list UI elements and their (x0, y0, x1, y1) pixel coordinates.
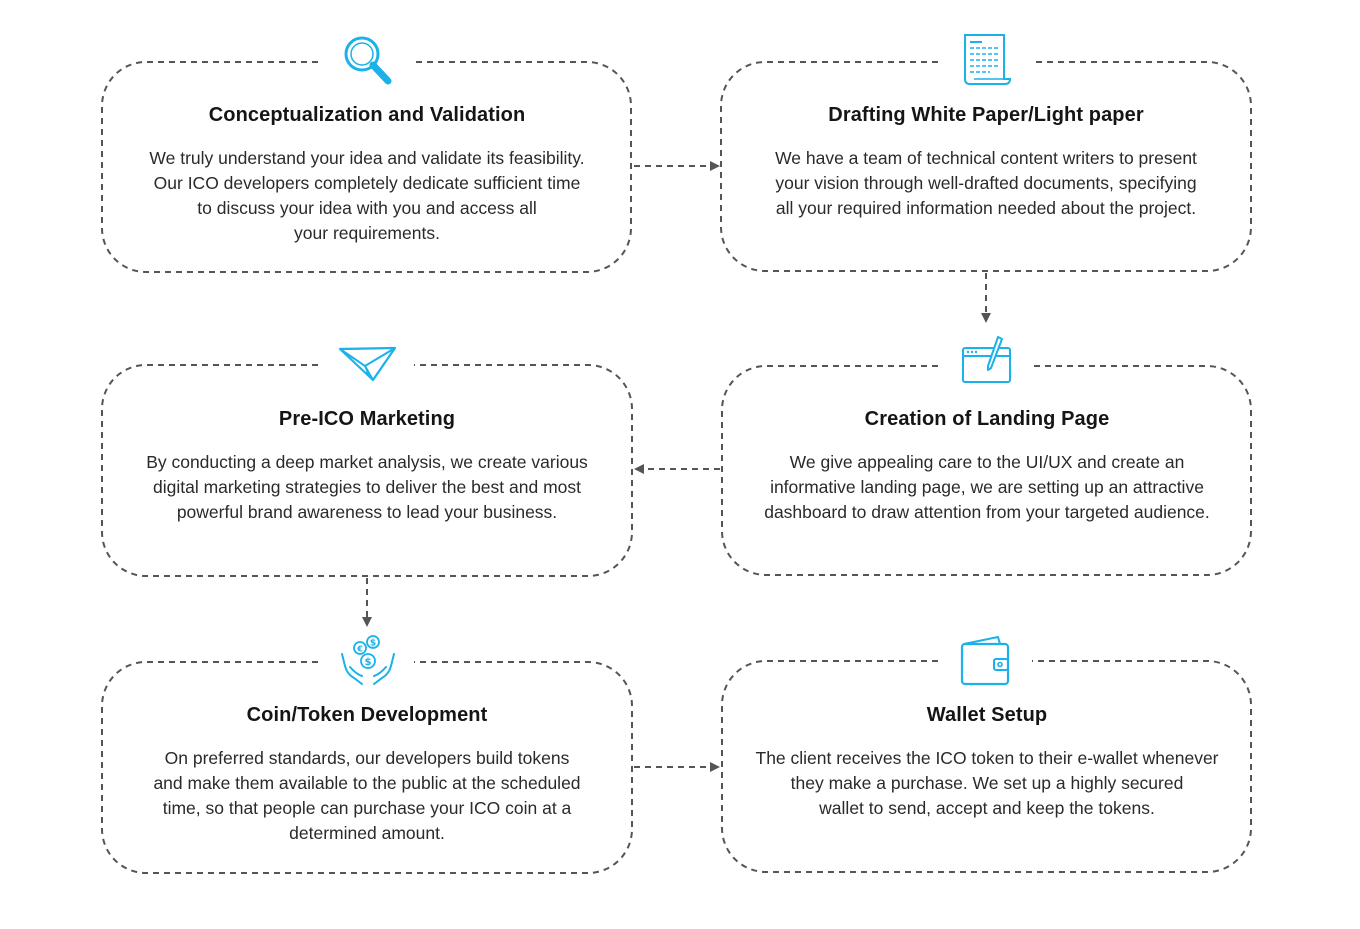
description-line: We have a team of technical content writ… (775, 148, 1197, 168)
step-pre-ico-marketing: Pre-ICO Marketing By conducting a deep m… (102, 366, 632, 578)
description-line: they make a purchase. We set up a highly… (790, 773, 1184, 793)
svg-text:$: $ (370, 639, 376, 649)
step-white-paper: Drafting White Paper/Light paper We have… (721, 62, 1251, 274)
step-title: Creation of Landing Page (864, 408, 1110, 430)
step-wallet-setup: Wallet Setup The client receives the ICO… (722, 662, 1252, 874)
description-line: and make them available to the public at… (153, 773, 581, 793)
step-title: Drafting White Paper/Light paper (828, 104, 1144, 126)
step-token-development: Coin/Token Development On preferred stan… (102, 662, 632, 874)
document-icon (964, 34, 1012, 85)
description-line: Our ICO developers completely dedicate s… (153, 173, 581, 193)
box-border-wallet-setup (721, 660, 1252, 873)
description-line: time, so that people can purchase your I… (162, 798, 572, 818)
svg-text:€: € (356, 645, 363, 654)
step-title: Coin/Token Development (246, 704, 488, 726)
description-line: your requirements. (294, 223, 440, 243)
magnifier-icon (344, 36, 392, 85)
description-line: to discuss your idea with you and access… (197, 198, 537, 218)
paper-plane-icon (338, 346, 397, 382)
svg-text:$: $ (365, 657, 372, 668)
step-title: Conceptualization and Validation (208, 104, 526, 126)
step-title: Wallet Setup (926, 704, 1048, 726)
step-description: We have a team of technical content writ… (751, 146, 1221, 221)
box-border-landing-page (721, 365, 1252, 576)
box-border-token-development (101, 661, 633, 874)
wallet-icon (960, 636, 1010, 686)
browser-pen-icon (962, 336, 1011, 383)
description-line: We truly understand your idea and valida… (149, 148, 585, 168)
box-border-white-paper (720, 61, 1252, 272)
description-line: dashboard to draw attention from your ta… (764, 502, 1210, 522)
description-line: determined amount. (289, 823, 445, 843)
description-line: all your required information needed abo… (775, 198, 1197, 218)
step-landing-page: Creation of Landing Page We give appeali… (722, 366, 1252, 578)
step-description: On preferred standards, our developers b… (132, 746, 602, 846)
description-line: powerful brand awareness to lead your bu… (176, 502, 558, 522)
box-border-pre-ico-marketing (101, 364, 633, 577)
description-line: your vision through well-drafted documen… (775, 173, 1197, 193)
step-description: The client receives the ICO token to the… (752, 746, 1222, 821)
step-description: By conducting a deep market analysis, we… (132, 450, 602, 525)
description-line: wallet to send, accept and keep the toke… (819, 798, 1155, 818)
description-line: informative landing page, we are setting… (770, 477, 1204, 497)
step-description: We truly understand your idea and valida… (132, 146, 602, 246)
box-border-conceptualization (101, 61, 632, 273)
description-line: By conducting a deep market analysis, we… (146, 452, 588, 472)
description-line: We give appealing care to the UI/UX and … (789, 452, 1185, 472)
step-title: Pre-ICO Marketing (278, 408, 456, 430)
hands-coins-icon: $ € $ (341, 635, 395, 685)
step-description: We give appealing care to the UI/UX and … (752, 450, 1222, 525)
description-line: On preferred standards, our developers b… (164, 748, 570, 768)
step-conceptualization: Conceptualization and Validation We trul… (102, 62, 632, 274)
description-line: digital marketing strategies to deliver … (153, 477, 581, 497)
description-line: The client receives the ICO token to the… (755, 748, 1219, 768)
